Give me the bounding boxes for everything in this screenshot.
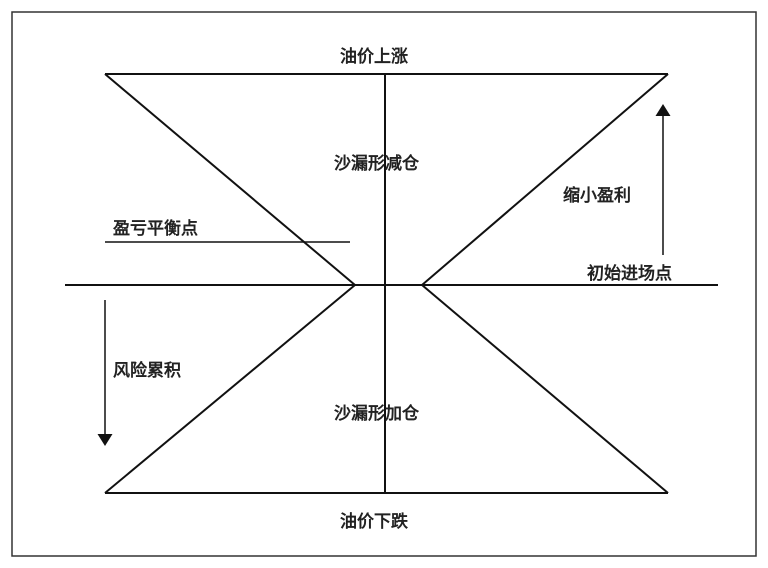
label-shrink-profit: 缩小盈利 bbox=[563, 186, 631, 206]
label-breakeven: 盈亏平衡点 bbox=[113, 219, 198, 239]
label-entry-point: 初始进场点 bbox=[587, 264, 672, 284]
label-hourglass-add: 沙漏形加仓 bbox=[334, 404, 419, 424]
outer-border bbox=[11, 11, 757, 557]
diag-bottom-right bbox=[421, 284, 669, 494]
diag-top-left bbox=[104, 73, 356, 286]
diag-bottom-left bbox=[104, 284, 356, 494]
label-oil-down: 油价下跌 bbox=[340, 512, 408, 532]
label-risk-accumulation: 风险累积 bbox=[113, 361, 181, 381]
diag-top-right bbox=[421, 73, 669, 286]
label-hourglass-reduce: 沙漏形减仓 bbox=[334, 154, 419, 174]
label-oil-up: 油价上涨 bbox=[340, 47, 408, 67]
